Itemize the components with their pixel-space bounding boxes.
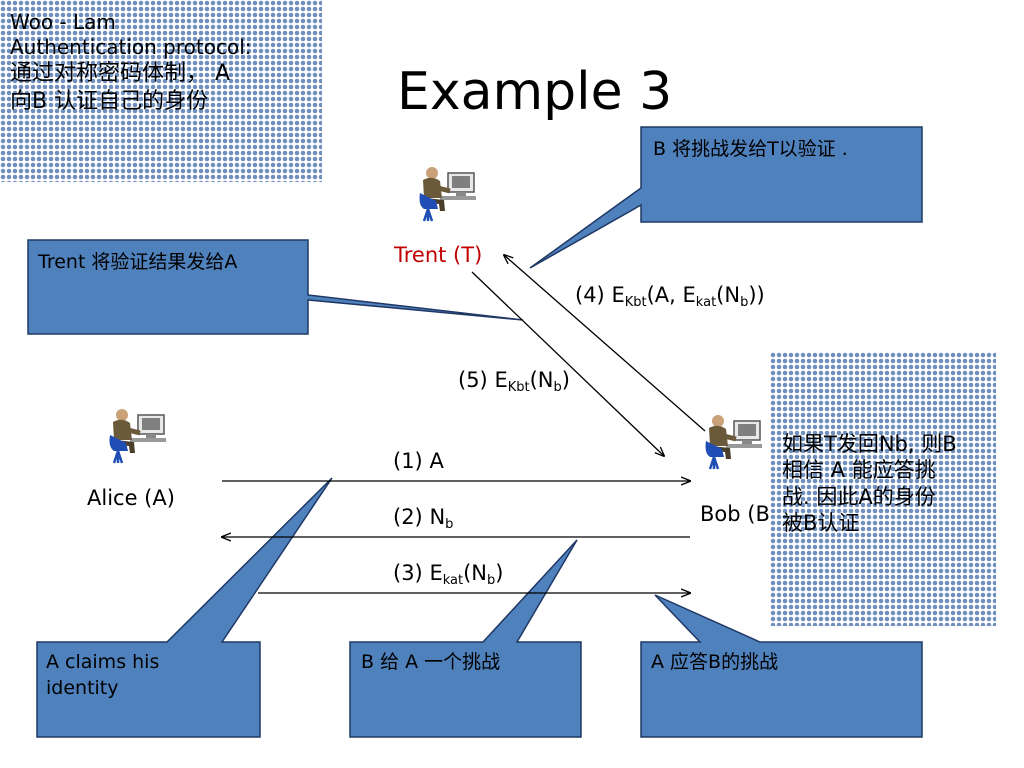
- msg-3-label: (3) Ekat(Nb): [393, 561, 504, 588]
- conclusion-line-1: 如果T发回Nb, 则B: [782, 432, 957, 456]
- alice-computer-user-icon: [109, 409, 166, 464]
- msg-4-label: (4) EKbt(A, Ekat(Nb)): [575, 283, 765, 310]
- msg-1-label: (1) A: [393, 451, 444, 472]
- callout-b-challenge-text: B 给 A 一个挑战: [361, 651, 501, 673]
- msg-3-text: E: [429, 561, 443, 585]
- msg-3-sub: kat: [442, 573, 464, 588]
- callout-a-answer-shape: [640, 594, 923, 738]
- intro-line-4: 向B 认证自己的身份: [10, 88, 209, 114]
- bob-label: Bob (B): [700, 502, 779, 526]
- arrow-msg-4: [504, 255, 706, 432]
- msg-4-mid: A, E: [654, 283, 696, 307]
- msg-5-text: E: [494, 368, 508, 392]
- callout-trent-result-text: Trent 将验证结果发给A: [38, 251, 238, 273]
- msg-5-sub: Kbt: [507, 380, 530, 395]
- intro-line-3: 通过对称密码体制， A: [10, 61, 231, 86]
- callout-a-claims-shape: [36, 477, 333, 738]
- msg-1-text: A: [429, 449, 444, 473]
- callout-a-answer-text: A 应答B的挑战: [651, 651, 779, 673]
- conclusion-text: 如果T发回Nb, 则B 相信 A 能应答挑 战. 因此A的身份 被B认证: [782, 431, 992, 536]
- msg-3-arg-sub: b: [487, 573, 496, 588]
- callout-b-to-t-text: B 将挑战发给T以验证 .: [653, 138, 848, 160]
- callout-b-challenge-shape: [349, 539, 582, 738]
- msg-4-arg: N: [724, 283, 741, 307]
- callout-b-to-t-shape: [529, 126, 923, 269]
- conclusion-line-3: 战. 因此A的身份: [782, 484, 936, 509]
- arrow-msg-5: [471, 271, 664, 456]
- msg-1-num: (1): [393, 449, 423, 473]
- conclusion-line-2: 相信 A 能应答挑: [782, 458, 936, 483]
- trent-label: Trent (T): [394, 243, 483, 267]
- page-title: Example 3: [397, 62, 673, 122]
- msg-2-num: (2): [393, 505, 423, 529]
- intro-line-1: Woo - Lam: [10, 10, 116, 34]
- msg-3-arg: N: [471, 561, 488, 585]
- msg-5-label: (5) EKbt(Nb): [458, 368, 570, 395]
- msg-5-num: (5): [458, 368, 488, 392]
- msg-4-num: (4): [575, 283, 605, 307]
- msg-4-arg-sub: b: [740, 295, 749, 310]
- msg-2-text: N: [429, 505, 446, 529]
- alice-label: Alice (A): [87, 486, 175, 510]
- msg-3-num: (3): [393, 561, 423, 585]
- intro-box: [0, 0, 322, 182]
- msg-2-sub: b: [445, 517, 454, 532]
- msg-5-arg-sub: b: [553, 380, 562, 395]
- intro-text: Woo - Lam Authentication protocol: 通过对称密…: [10, 10, 320, 115]
- bob-computer-user-icon: [705, 415, 762, 470]
- callout-a-claims-text: A claims his identity: [46, 651, 160, 699]
- callout-trent-result-shape: [27, 239, 524, 335]
- trent-computer-user-icon: [419, 167, 476, 222]
- msg-4-text: E: [611, 283, 625, 307]
- msg-4-sub: Kbt: [624, 295, 647, 310]
- intro-line-2: Authentication protocol:: [10, 35, 252, 59]
- conclusion-box: [770, 352, 996, 626]
- msg-2-label: (2) Nb: [393, 505, 454, 532]
- msg-4-mid-sub: kat: [695, 295, 717, 310]
- conclusion-line-4: 被B认证: [782, 510, 860, 535]
- msg-5-arg: N: [537, 368, 554, 392]
